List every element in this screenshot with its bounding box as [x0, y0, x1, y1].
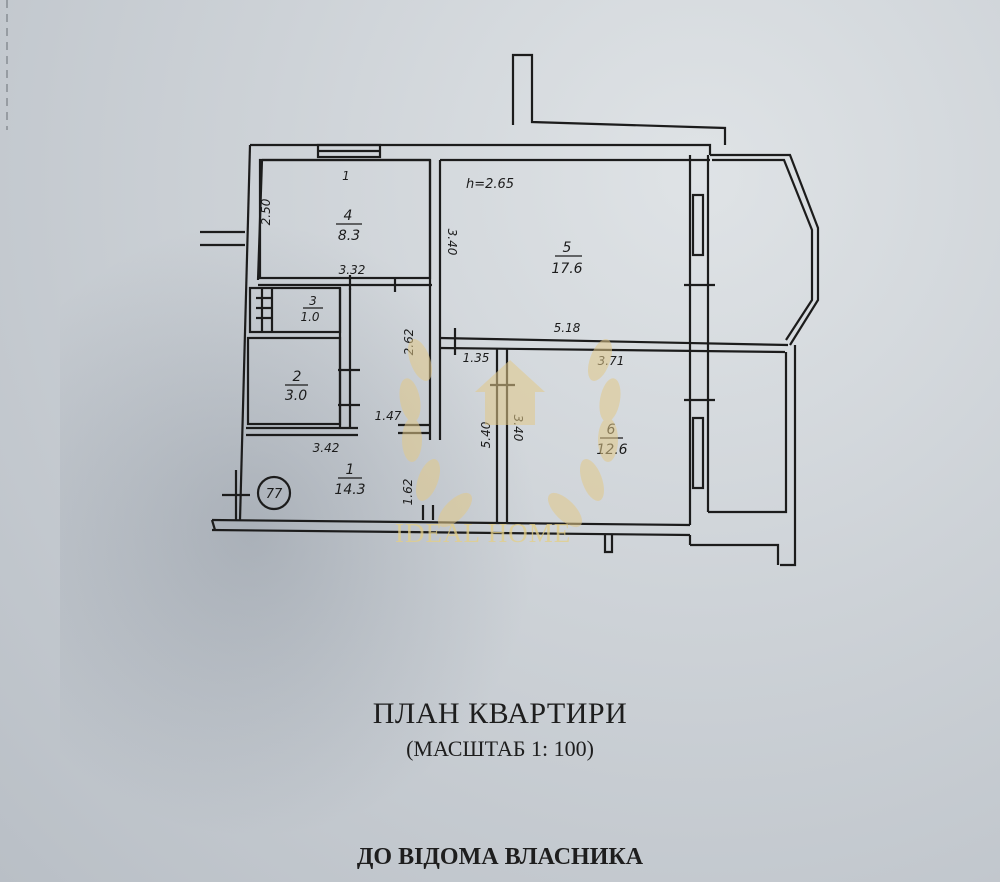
- dim-3-32: 3.32: [339, 263, 366, 277]
- ceiling-height: h=2.65: [466, 177, 514, 192]
- room-4-area: 8.3: [338, 228, 360, 244]
- dim-3-40-room5: 3.40: [445, 229, 459, 256]
- apartment-number: 77: [266, 487, 283, 502]
- watermark-text: IDEAL HOME: [395, 518, 572, 548]
- room-2-number: 2: [293, 369, 302, 385]
- room-1-area: 14.3: [334, 482, 365, 498]
- room-1-number: 1: [346, 462, 355, 478]
- document-scale: (МАСШТАБ 1: 100): [406, 736, 594, 761]
- wall-mark: 1: [342, 169, 350, 183]
- room-3-number: 3: [309, 294, 317, 308]
- ideal-home-logo-icon: [399, 339, 621, 528]
- paper-edge: [6, 0, 8, 130]
- dim-5-40: 5.40: [479, 421, 493, 448]
- dim-1-47: 1.47: [375, 409, 402, 423]
- document-title: ПЛАН КВАРТИРИ: [372, 697, 628, 730]
- dim-1-35: 1.35: [463, 351, 490, 365]
- dim-3-42: 3.42: [313, 441, 340, 455]
- dim-1-62: 1.62: [401, 479, 415, 506]
- room-5-area: 17.6: [551, 261, 582, 277]
- room-4-number: 4: [344, 208, 353, 224]
- room-2-area: 3.0: [285, 388, 307, 404]
- room-5-number: 5: [563, 240, 572, 256]
- dim-2-50: 2.50: [259, 198, 273, 225]
- dim-5-18: 5.18: [554, 321, 581, 335]
- room-3-area: 1.0: [300, 310, 319, 324]
- owner-note: ДО ВІДОМА ВЛАСНИКА: [356, 844, 644, 870]
